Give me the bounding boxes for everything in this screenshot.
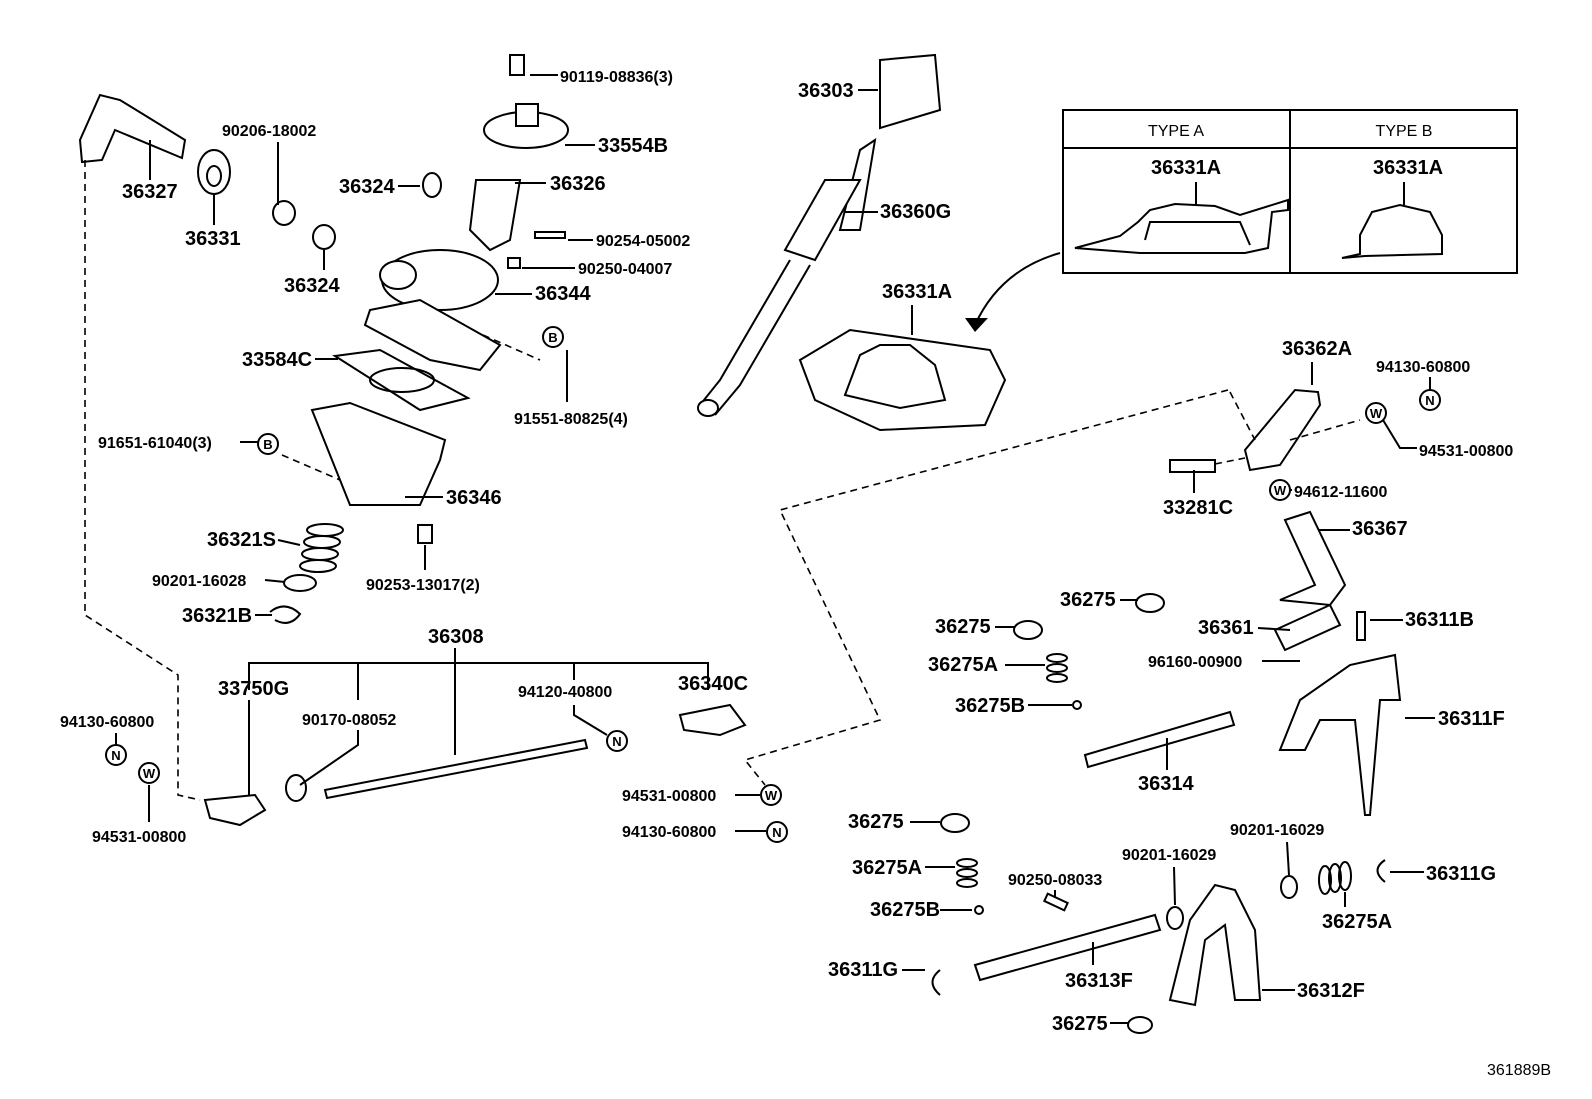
part-label: 36360G: [880, 201, 951, 223]
part-label: 94130-60800: [60, 714, 154, 731]
boot-type-a-drawing: [1074, 182, 1289, 254]
part-label: 36303: [798, 80, 854, 102]
part-label: 91551-80825(4): [514, 411, 628, 428]
part-label: 36275A: [852, 857, 922, 879]
part-label: 94130-60800: [622, 824, 716, 841]
part-label: 36275A: [928, 654, 998, 676]
part-label: 94531-00800: [1419, 443, 1513, 460]
part-label: 36311G: [828, 959, 898, 981]
part-label: 36321B: [182, 605, 252, 627]
part-label: 36361: [1198, 617, 1254, 639]
part-label: 94130-60800: [1376, 359, 1470, 376]
part-label: 94612-11600: [1294, 484, 1388, 501]
svg-text:B: B: [548, 330, 557, 345]
svg-text:N: N: [1425, 393, 1434, 408]
svg-text:N: N: [612, 734, 621, 749]
part-label: 36331A: [882, 281, 952, 303]
type-table: TYPE A TYPE B 36331A 36331A: [1062, 109, 1518, 274]
part-label: 36275: [1060, 589, 1116, 611]
diagram-code: 361889B: [1487, 1062, 1551, 1079]
part-label: 36311B: [1405, 609, 1474, 631]
svg-text:N: N: [772, 825, 781, 840]
part-label: 36324: [284, 275, 340, 297]
arrow-head-icon: [965, 318, 988, 332]
part-label: 90250-08033: [1008, 872, 1102, 889]
part-label: 90253-13017(2): [366, 577, 480, 594]
svg-text:W: W: [1370, 406, 1383, 421]
part-label: 36324: [339, 176, 395, 198]
part-label: 90201-16028: [152, 573, 246, 590]
part-label: 36312F: [1297, 980, 1365, 1002]
part-label: 90170-08052: [302, 712, 396, 729]
part-label: 36275: [848, 811, 904, 833]
part-label: 36344: [535, 283, 591, 305]
part-label: 90250-04007: [578, 261, 672, 278]
part-label: 94120-40800: [518, 684, 612, 701]
part-label: 36326: [550, 173, 606, 195]
part-label: 36367: [1352, 518, 1408, 540]
part-label: 36340C: [678, 673, 748, 695]
nut-n-symbols: N N N N: [105, 389, 1441, 843]
part-drawings: [78, 53, 1402, 1034]
part-label: 36313F: [1065, 970, 1133, 992]
type-a-part-label: 36331A: [1151, 157, 1221, 179]
part-label: 36362A: [1282, 338, 1352, 360]
type-a-header: TYPE A: [1148, 123, 1204, 140]
part-label: 36275: [1052, 1013, 1108, 1035]
svg-text:W: W: [765, 788, 778, 803]
svg-text:B: B: [263, 437, 272, 452]
part-label: 36346: [446, 487, 502, 509]
bolt-b-symbols: B B: [257, 326, 564, 455]
part-label: 36275A: [1322, 911, 1392, 933]
arrow-icon: [974, 252, 1061, 326]
part-label: 36275: [935, 616, 991, 638]
part-labels: 90119-08836(3) 36303 90206-18002 33554B …: [60, 69, 1513, 1035]
part-label: 36327: [122, 181, 178, 203]
part-label: 90206-18002: [222, 123, 316, 140]
part-label: 90254-05002: [596, 233, 690, 250]
part-label: 36311G: [1426, 863, 1496, 885]
part-label: 36308: [428, 626, 484, 648]
svg-text:W: W: [1274, 483, 1287, 498]
part-label: 33554B: [598, 135, 668, 157]
part-label: 96160-00900: [1148, 654, 1242, 671]
part-label: 36275B: [955, 695, 1025, 717]
part-label: 90201-16029: [1122, 847, 1216, 864]
part-label: 33281C: [1163, 497, 1233, 519]
svg-text:N: N: [111, 748, 120, 763]
part-label: 94531-00800: [92, 829, 186, 846]
part-label: 36331: [185, 228, 241, 250]
part-label: 36275B: [870, 899, 940, 921]
svg-text:W: W: [143, 766, 156, 781]
part-label: 90201-16029: [1230, 822, 1324, 839]
leader-lines: [115, 74, 1435, 1024]
part-label: 36314: [1138, 773, 1194, 795]
dashed-connections: [84, 160, 1361, 801]
boot-type-b-drawing: [1341, 182, 1443, 259]
part-label: 91651-61040(3): [98, 435, 212, 452]
part-label: 33750G: [218, 678, 289, 700]
part-label: 94531-00800: [622, 788, 716, 805]
type-b-part-label: 36331A: [1373, 157, 1443, 179]
type-b-header: TYPE B: [1376, 123, 1433, 140]
washer-w-symbols: W W W W: [138, 402, 1387, 806]
part-label: 36321S: [207, 529, 276, 551]
part-label: 36311F: [1438, 708, 1505, 730]
part-label: 90119-08836(3): [560, 69, 673, 86]
part-label: 33584C: [242, 349, 312, 371]
